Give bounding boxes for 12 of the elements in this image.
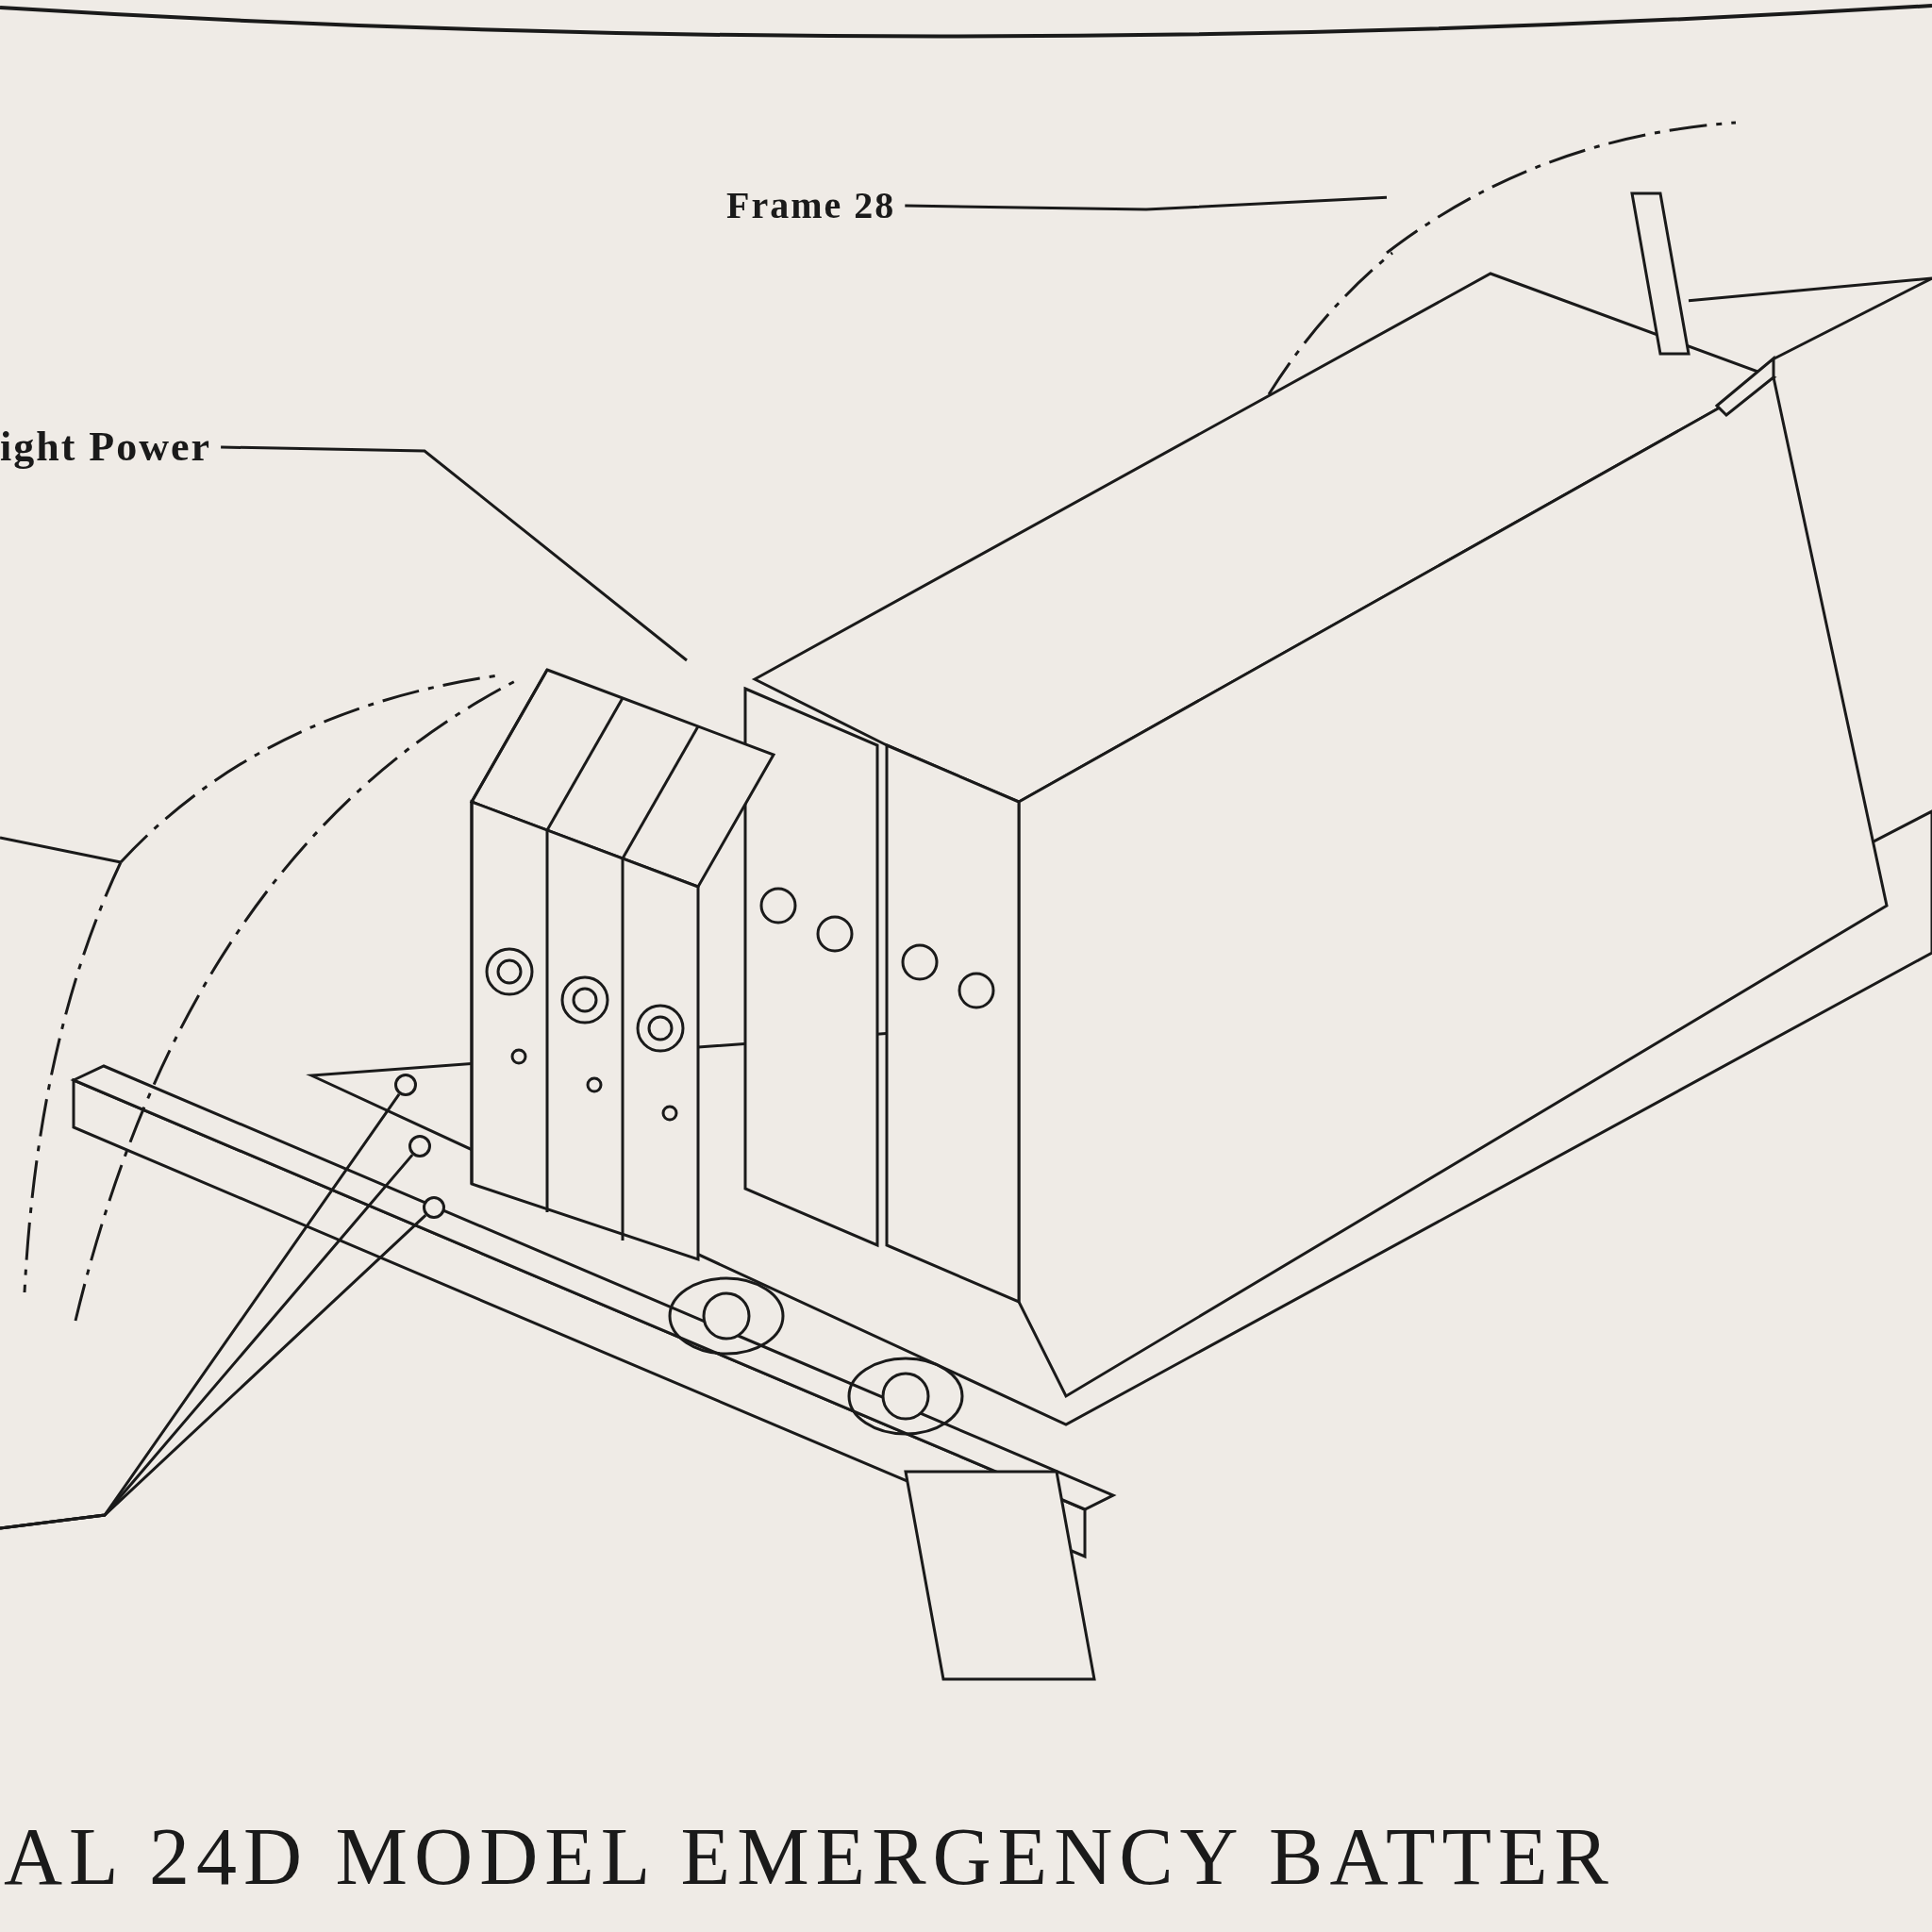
leader-line bbox=[1688, 276, 1932, 303]
part-label: ight Power bbox=[0, 426, 212, 468]
screw-head bbox=[408, 1135, 431, 1158]
leader-line bbox=[1773, 276, 1932, 360]
screw-head bbox=[423, 1196, 445, 1219]
leader-line bbox=[221, 445, 688, 662]
leader-line bbox=[0, 1214, 427, 1530]
frame-arc bbox=[121, 672, 498, 864]
caption: AL 24D MODEL EMERGENCY BATTER bbox=[4, 1816, 1615, 1897]
leader-line bbox=[0, 836, 122, 864]
part-label: Frame 28 bbox=[726, 187, 896, 225]
leader-line bbox=[905, 195, 1388, 211]
